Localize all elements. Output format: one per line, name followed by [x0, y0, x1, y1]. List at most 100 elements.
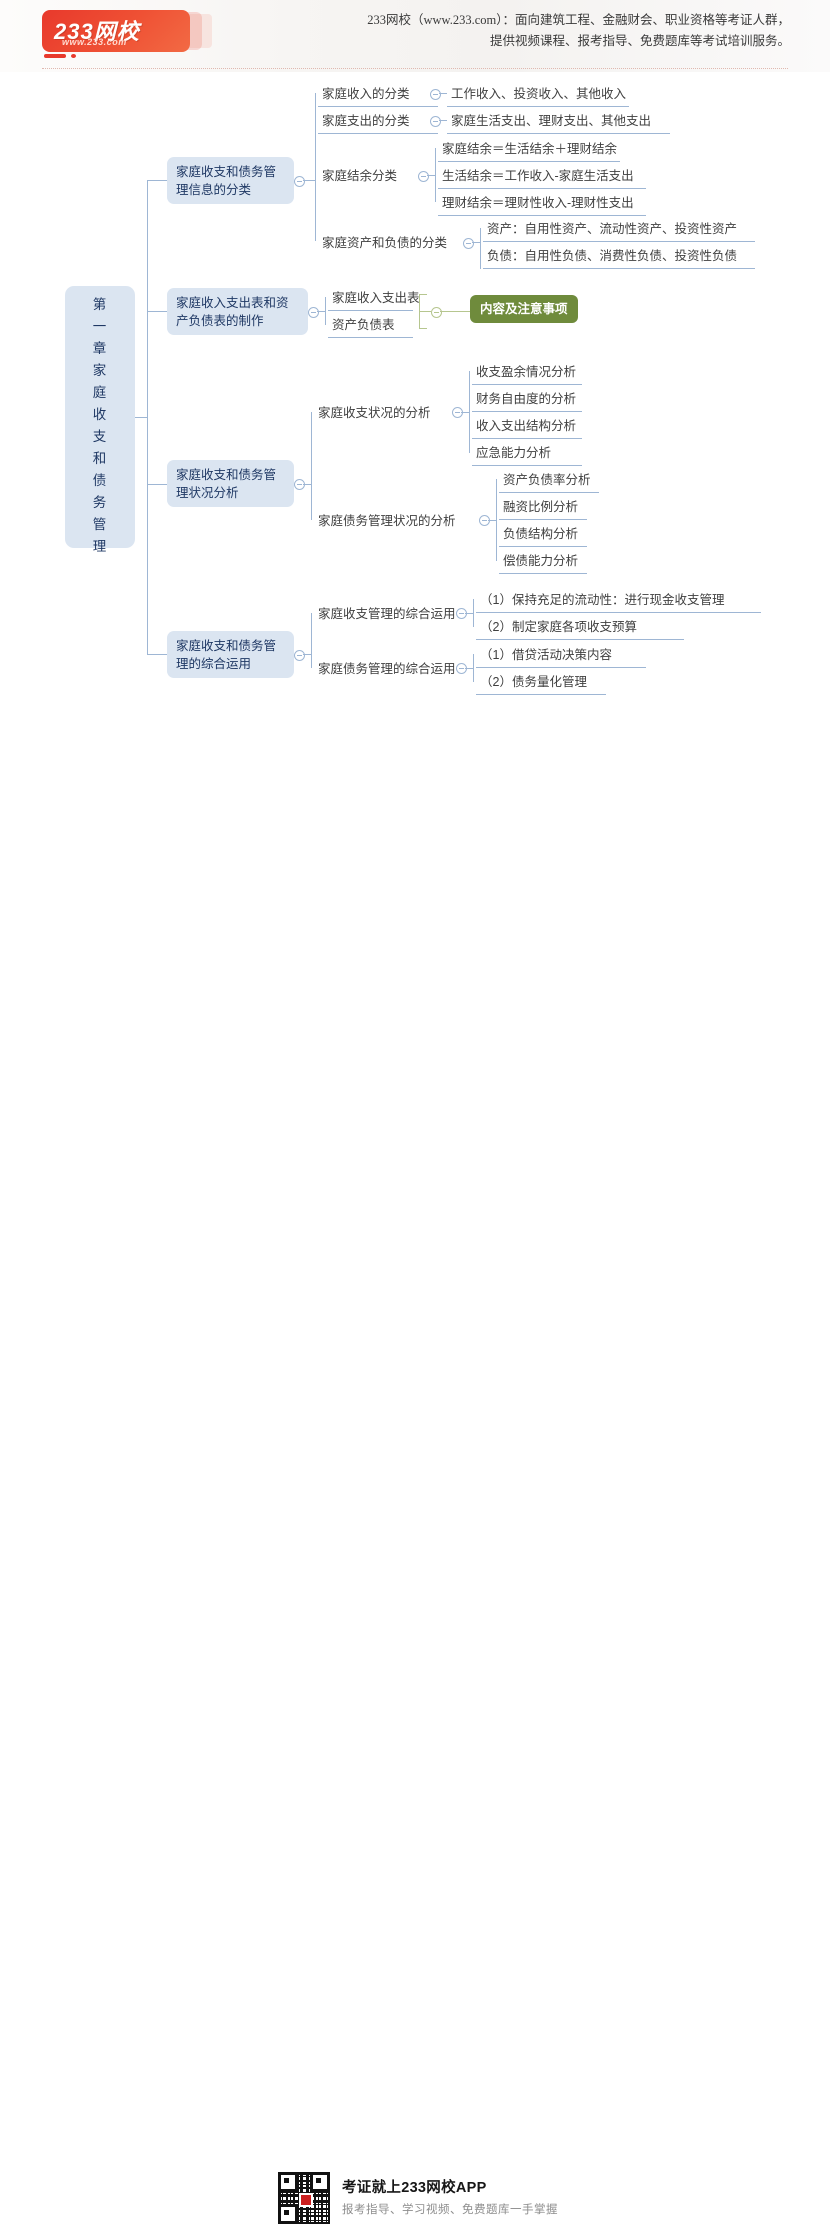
footer-subtitle: 报考指导、学习视频、免费题库一手掌握 — [342, 2204, 558, 2216]
footer-title: 考证就上233网校APP — [342, 2180, 487, 2196]
connector-branch2-spine — [325, 297, 326, 325]
sub-node-income-expense-table[interactable]: 家庭收入支出表 — [328, 287, 420, 311]
leaf-liability-types[interactable]: 负债：自用性负债、消费性负债、投资性负债 — [483, 245, 755, 269]
connector-branch3-out — [303, 484, 311, 485]
connector-level2-spine — [147, 180, 148, 654]
connector-to-branch1 — [147, 180, 167, 181]
brand-logo: 233网校 www.233.com — [42, 10, 190, 52]
branch-node-3-label: 家庭收支和债务管理状况分析 — [176, 468, 277, 500]
branch-node-4[interactable]: 家庭收支和债务管理的综合运用 — [167, 631, 294, 678]
leaf-budget-planning[interactable]: （2）制定家庭各项收支预算 — [476, 616, 684, 640]
brand-logo-text: 233网校 — [54, 19, 140, 44]
qr-code — [278, 2172, 330, 2224]
page-footer: 考证就上233网校APP 报考指导、学习视频、免费题库一手掌握 — [0, 1080, 830, 2224]
connector-to-branch2 — [147, 311, 167, 312]
leaf-surplus-formula-3[interactable]: 理财结余＝理财性收入-理财性支出 — [438, 192, 646, 216]
root-char-10: 管 — [92, 517, 108, 532]
leaf-emergency-analysis[interactable]: 应急能力分析 — [472, 442, 582, 466]
leaf-surplus-formula-2[interactable]: 生活结余＝工作收入-家庭生活支出 — [438, 165, 646, 189]
branch-node-2-label: 家庭收入支出表和资产负债表的制作 — [176, 296, 289, 328]
sub-node-expense-category[interactable]: 家庭支出的分类 — [318, 110, 438, 134]
toggle-expense-category[interactable] — [430, 116, 441, 127]
leaf-debt-ratio-analysis[interactable]: 资产负债率分析 — [499, 469, 599, 493]
root-char-7: 和 — [92, 451, 108, 466]
connector-app1-out — [465, 613, 473, 614]
header-promo-line1: 233网校（www.233.com）：面向建筑工程、金融财会、职业资格等考证人群… — [367, 13, 790, 27]
green-bracket-bottom — [419, 328, 427, 329]
connector-asset-out — [472, 242, 480, 243]
connector-branch3-spine — [311, 412, 312, 520]
green-highlight-node[interactable]: 内容及注意事项 — [470, 295, 578, 323]
leaf-financial-freedom-analysis[interactable]: 财务自由度的分析 — [472, 388, 582, 412]
branch-node-2[interactable]: 家庭收入支出表和资产负债表的制作 — [167, 288, 308, 335]
leaf-surplus-analysis[interactable]: 收支盈余情况分析 — [472, 361, 582, 385]
qr-eye-top-right — [310, 2172, 330, 2192]
leaf-income-types[interactable]: 工作收入、投资收入、其他收入 — [447, 83, 629, 107]
mindmap: 第 一 章 家 庭 收 支 和 债 务 管 理 家庭收支和债务管理信息的分类 家… — [65, 83, 761, 695]
sub-node-balance-sheet[interactable]: 资产负债表 — [328, 314, 413, 338]
connector-branch4-spine — [311, 613, 312, 668]
toggle-branch-2[interactable] — [308, 307, 319, 318]
sub-node-income-category[interactable]: 家庭收入的分类 — [318, 83, 438, 107]
qr-eye-bottom-left — [278, 2204, 298, 2224]
root-char-11: 理 — [92, 539, 108, 554]
connector-analysis1-out — [461, 412, 469, 413]
leaf-solvency-analysis[interactable]: 偿债能力分析 — [499, 550, 587, 574]
connector-app2-out — [465, 668, 473, 669]
root-char-8: 债 — [92, 473, 108, 488]
connector-income-out — [439, 93, 447, 94]
root-char-2: 章 — [92, 341, 108, 356]
leaf-asset-types[interactable]: 资产：自用性资产、流动性资产、投资性资产 — [483, 218, 755, 242]
branch-node-1[interactable]: 家庭收支和债务管理信息的分类 — [167, 157, 294, 204]
root-char-4: 庭 — [92, 385, 108, 400]
green-bracket-stem — [419, 311, 431, 312]
connector-surplus-out — [427, 175, 435, 176]
sub-node-income-expense-analysis[interactable]: 家庭收支状况的分析 — [318, 406, 431, 420]
sub-node-surplus-category[interactable]: 家庭结余分类 — [322, 169, 398, 183]
toggle-income-category[interactable] — [430, 89, 441, 100]
root-char-5: 收 — [92, 407, 108, 422]
qr-eye-top-left — [278, 2172, 298, 2192]
logo-dash-decoration — [44, 54, 84, 58]
leaf-expense-types[interactable]: 家庭生活支出、理财支出、其他支出 — [447, 110, 670, 134]
connector-expense-out — [439, 120, 447, 121]
leaf-debt-structure-analysis[interactable]: 负债结构分析 — [499, 523, 587, 547]
qr-center-logo — [299, 2193, 313, 2207]
connector-asset-spine — [480, 228, 481, 269]
connector-app2-spine — [473, 654, 474, 682]
sub-node-asset-liability-category[interactable]: 家庭资产和负债的分类 — [322, 236, 448, 250]
leaf-surplus-formula-1[interactable]: 家庭结余＝生活结余＋理财结余 — [438, 138, 620, 162]
leaf-structure-analysis[interactable]: 收入支出结构分析 — [472, 415, 582, 439]
leaf-loan-decision[interactable]: （1）借贷活动决策内容 — [476, 644, 646, 668]
toggle-asset-liability[interactable] — [463, 238, 474, 249]
connector-analysis1-spine — [469, 371, 470, 453]
connector-to-branch3 — [147, 484, 167, 485]
connector-root-out — [135, 417, 147, 418]
sub-node-debt-application[interactable]: 家庭债务管理的综合运用 — [318, 662, 456, 676]
toggle-green-node[interactable] — [431, 307, 442, 318]
leaf-financing-ratio-analysis[interactable]: 融资比例分析 — [499, 496, 587, 520]
toggle-surplus-category[interactable] — [418, 171, 429, 182]
root-char-9: 务 — [92, 495, 108, 510]
sub-node-debt-analysis[interactable]: 家庭债务管理状况的分析 — [318, 514, 456, 528]
toggle-branch-1[interactable] — [294, 176, 305, 187]
sub-node-income-expense-application[interactable]: 家庭收支管理的综合运用 — [318, 607, 456, 621]
root-char-6: 支 — [92, 429, 108, 444]
root-char-1: 一 — [92, 319, 108, 334]
leaf-liquidity-management[interactable]: （1）保持充足的流动性：进行现金收支管理 — [476, 589, 761, 613]
mindmap-root-node[interactable]: 第 一 章 家 庭 收 支 和 债 务 管 理 — [65, 286, 135, 554]
branch-node-1-label: 家庭收支和债务管理信息的分类 — [176, 165, 277, 197]
root-char-3: 家 — [92, 363, 108, 378]
branch-node-3[interactable]: 家庭收支和债务管理状况分析 — [167, 460, 294, 507]
green-connector — [440, 311, 470, 312]
header-promo: 233网校（www.233.com）：面向建筑工程、金融财会、职业资格等考证人群… — [320, 10, 790, 52]
page-header: 233网校 www.233.com 233网校（www.233.com）：面向建… — [0, 0, 830, 72]
connector-analysis2-spine — [496, 479, 497, 561]
green-bracket-top — [419, 294, 427, 295]
connector-surplus-spine — [435, 148, 436, 202]
connector-branch2-out — [317, 311, 325, 312]
toggle-branch-4[interactable] — [294, 650, 305, 661]
leaf-debt-quantification[interactable]: （2）债务量化管理 — [476, 671, 606, 695]
branch-node-4-label: 家庭收支和债务管理的综合运用 — [176, 639, 277, 671]
connector-branch1-out — [303, 180, 315, 181]
